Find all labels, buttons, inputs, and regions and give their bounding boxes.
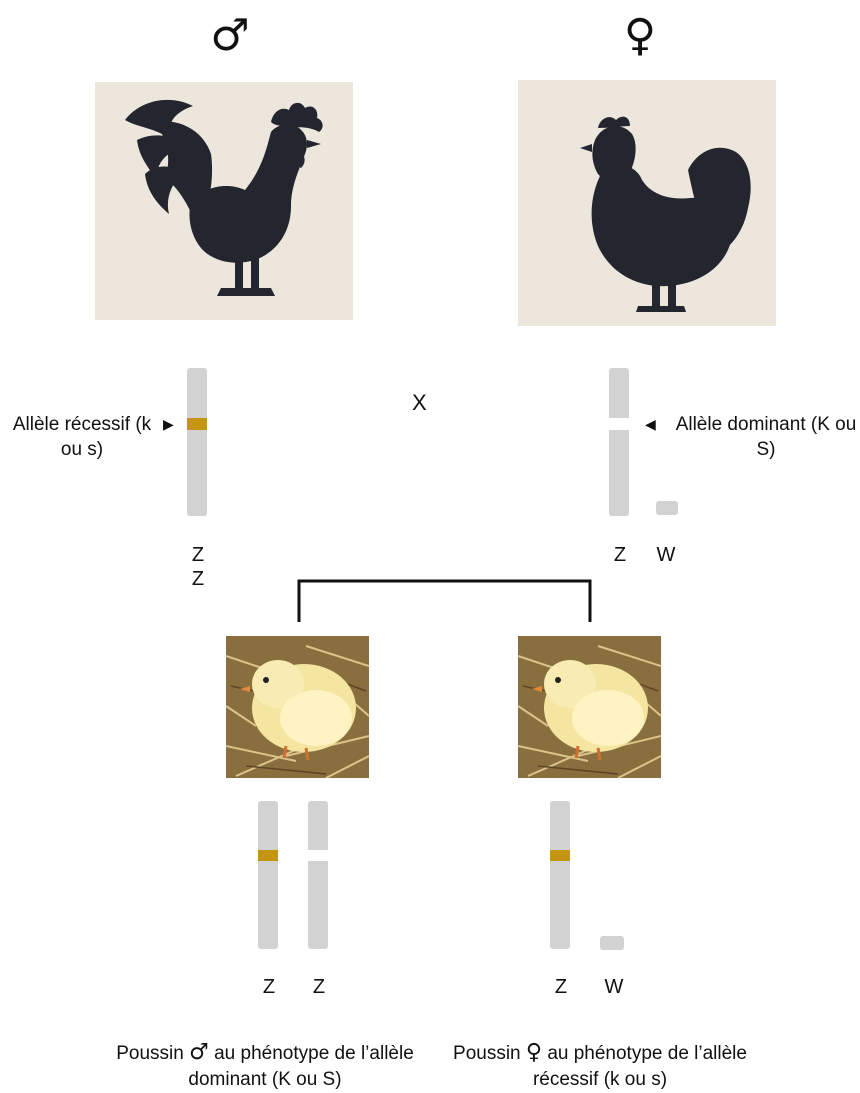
female-parent-chrom-label-1: Z [613, 544, 627, 566]
male-chick-caption: Poussin ♂ au phénotype de l’allèle domin… [105, 1040, 425, 1093]
female-parent-z-chromosome [609, 368, 629, 516]
rooster-panel [95, 82, 353, 320]
male-parent-chrom-label-2: Z [191, 568, 205, 590]
recessive-allele-band [258, 850, 278, 861]
male-chick-chrom-label-2: Z [312, 976, 326, 998]
cross-symbol: X [412, 390, 427, 415]
dominant-allele-label: Allèle dominant (K ou S) [675, 414, 857, 460]
male-symbol: ♂ [210, 10, 250, 61]
male-chick-image [226, 636, 369, 778]
caption-prefix: Poussin [116, 1043, 184, 1064]
caption-text: au phénotype de l’allèle récessif (k ou … [532, 1043, 747, 1090]
male-chick-chrom-label-1: Z [262, 976, 276, 998]
caption-prefix: Poussin [453, 1043, 521, 1064]
recessive-allele-band [187, 418, 207, 430]
rooster-silhouette-icon [125, 99, 323, 296]
dominant-allele-band [308, 850, 328, 861]
male-parent-z-chromosome [187, 368, 207, 516]
male-chick-z-chromosome-1 [258, 801, 278, 949]
female-chick-z-chromosome [550, 801, 570, 949]
offspring-connector [297, 579, 592, 622]
female-chick-chrom-label-1: Z [554, 976, 568, 998]
hen-silhouette-icon [580, 116, 751, 312]
female-parent-w-chromosome [656, 501, 678, 515]
dominant-allele-band [609, 418, 629, 430]
female-symbol-inline: ♀ [525, 1040, 543, 1065]
arrow-right-icon: ▶ [163, 416, 174, 432]
female-chick-caption: Poussin ♀ au phénotype de l’allèle réces… [450, 1040, 750, 1093]
male-parent-chrom-label-1: Z [191, 544, 205, 566]
male-symbol-inline: ♂ [189, 1040, 209, 1065]
female-chick-chrom-label-2: W [604, 976, 624, 998]
caption-text: au phénotype de l’allèle dominant (K ou … [188, 1043, 414, 1090]
recessive-allele-label: Allèle récessif (k ou s) [12, 414, 152, 460]
male-chick-z-chromosome-2 [308, 801, 328, 949]
female-chick-w-chromosome [600, 936, 624, 950]
female-chick-image [518, 636, 661, 778]
female-parent-chrom-label-2: W [656, 544, 676, 566]
arrow-left-icon: ◀ [645, 416, 656, 432]
female-symbol: ♀ [623, 10, 657, 61]
recessive-allele-band [550, 850, 570, 861]
hen-panel [518, 80, 776, 326]
